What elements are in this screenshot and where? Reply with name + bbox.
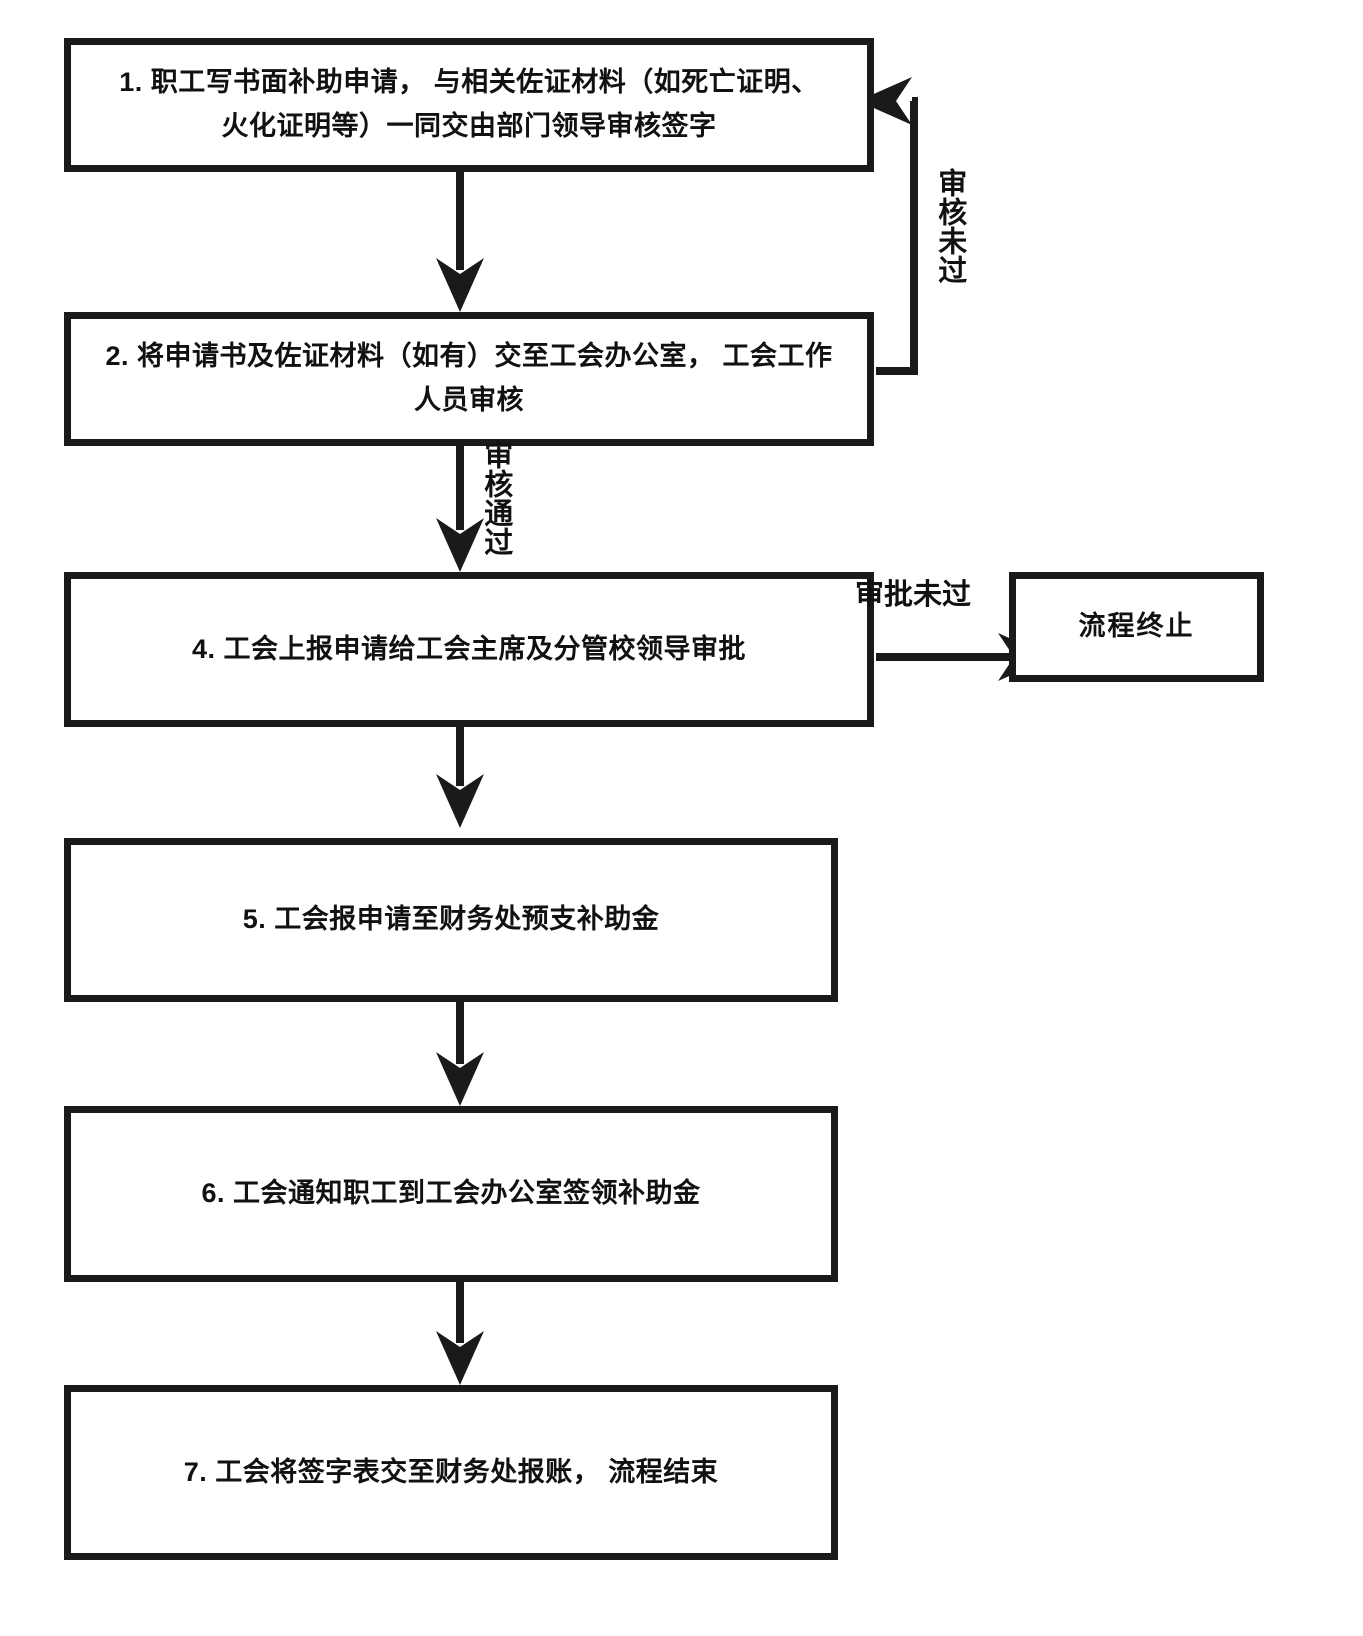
node-step1-label: 1. 职工写书面补助申请， 与相关佐证材料（如死亡证明、 火化证明等）一同交由部… xyxy=(119,67,819,141)
arrowhead-step2-to-step4 xyxy=(436,518,484,572)
node-step2-label: 2. 将申请书及佐证材料（如有）交至工会办公室， 工会工作 人员审核 xyxy=(105,341,833,415)
edge-label-review-passed: 审核通过 xyxy=(479,440,512,556)
arrowhead-step4-to-step5 xyxy=(436,774,484,828)
node-terminate[interactable]: 流程终止 xyxy=(1009,572,1264,682)
node-step5[interactable]: 5. 工会报申请至财务处预支补助金 xyxy=(64,838,838,1002)
arrowhead-step5-to-step6 xyxy=(436,1052,484,1106)
node-step2[interactable]: 2. 将申请书及佐证材料（如有）交至工会办公室， 工会工作 人员审核 xyxy=(64,312,874,446)
node-terminate-label: 流程终止 xyxy=(1078,611,1195,642)
node-step5-label: 5. 工会报申请至财务处预支补助金 xyxy=(242,904,660,935)
arrowhead-step6-to-step7 xyxy=(436,1331,484,1385)
node-step7[interactable]: 7. 工会将签字表交至财务处报账， 流程结束 xyxy=(64,1385,838,1560)
edge-label-review-failed: 审核未过 xyxy=(933,168,966,284)
edge-label-approval-failed: 审批未过 xyxy=(855,579,972,611)
node-step4[interactable]: 4. 工会上报申请给工会主席及分管校领导审批 xyxy=(64,572,874,727)
node-step6-label: 6. 工会通知职工到工会办公室签领补助金 xyxy=(201,1178,701,1209)
node-step4-label: 4. 工会上报申请给工会主席及分管校领导审批 xyxy=(191,633,747,664)
connector-step2-to-step1-loopback xyxy=(876,97,918,375)
arrowhead-step1-to-step2 xyxy=(436,258,484,312)
node-step6[interactable]: 6. 工会通知职工到工会办公室签领补助金 xyxy=(64,1106,838,1282)
node-step1[interactable]: 1. 职工写书面补助申请， 与相关佐证材料（如死亡证明、 火化证明等）一同交由部… xyxy=(64,38,874,172)
node-step7-label: 7. 工会将签字表交至财务处报账， 流程结束 xyxy=(183,1456,719,1487)
